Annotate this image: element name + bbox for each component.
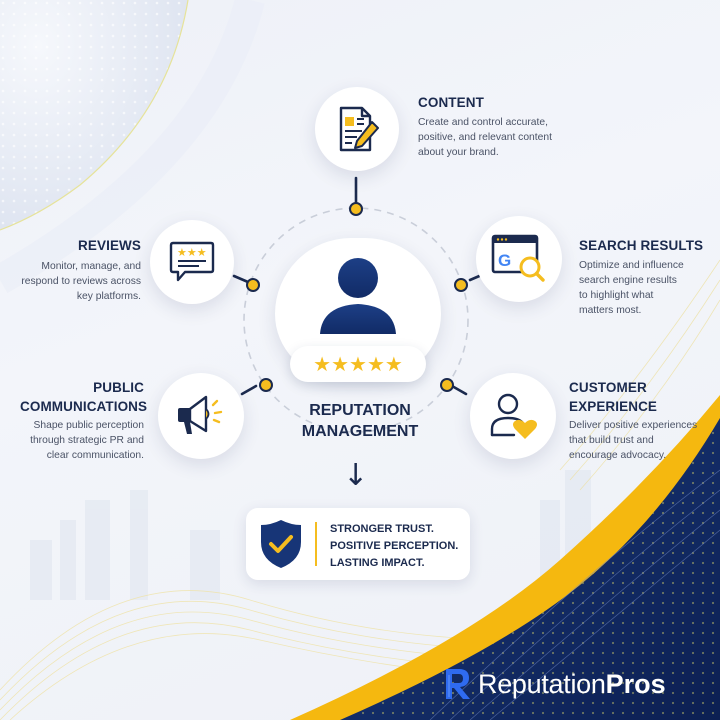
svg-text:G: G	[498, 251, 511, 270]
customer-experience-title: CUSTOMER EXPERIENCE	[569, 380, 658, 414]
svg-text:★★★: ★★★	[177, 246, 207, 259]
customer-experience-icon-circle	[470, 373, 556, 459]
reviews-title: REVIEWS	[78, 238, 141, 253]
outcome-divider	[315, 522, 317, 566]
outcome-box: STRONGER TRUST. POSITIVE PERCEPTION. LAS…	[246, 508, 470, 580]
google-search-icon: G	[491, 234, 545, 282]
document-pencil-icon	[339, 106, 379, 152]
outcome-text: STRONGER TRUST. POSITIVE PERCEPTION. LAS…	[330, 523, 459, 569]
public-comms-icon-circle	[158, 373, 244, 459]
reviews-icon-circle: ★★★	[150, 220, 234, 304]
review-bubble-icon: ★★★	[169, 241, 215, 282]
search-results-icon-circle: G	[476, 216, 562, 302]
customer-experience-description: Deliver positive experiences that build …	[569, 420, 698, 461]
public-comms-title: PUBLIC COMMUNICATIONS	[20, 380, 148, 414]
content-icon-circle	[315, 87, 399, 171]
brand-name-light: Reputation	[478, 668, 606, 699]
search-results-title: SEARCH RESULTS	[579, 238, 704, 253]
shield-check-icon	[261, 520, 301, 568]
r-logo-icon	[446, 669, 470, 699]
content-title: CONTENT	[418, 95, 484, 110]
megaphone-icon	[178, 395, 223, 434]
connector-dot-search	[454, 278, 468, 292]
connector-dot-content	[349, 202, 363, 216]
reviews-description: Monitor, manage, and respond to reviews …	[21, 261, 141, 302]
content-description: Create and control accurate, positive, a…	[418, 117, 552, 158]
center-title: REPUTATION MANAGEMENT	[301, 402, 419, 440]
public-comms-description: Shape public perception through strategi…	[30, 420, 144, 461]
rating-stars: ★★★★★	[290, 346, 426, 382]
brand-name-bold: Pros	[605, 668, 666, 699]
person-heart-icon	[490, 393, 537, 439]
person-icon	[320, 258, 396, 334]
down-arrow-icon: ↓	[343, 458, 369, 493]
connector-dot-public-comms	[259, 378, 273, 392]
connector-dot-reviews	[246, 278, 260, 292]
connector-dot-customer	[440, 378, 454, 392]
search-results-description: Optimize and influence search engine res…	[579, 260, 684, 316]
